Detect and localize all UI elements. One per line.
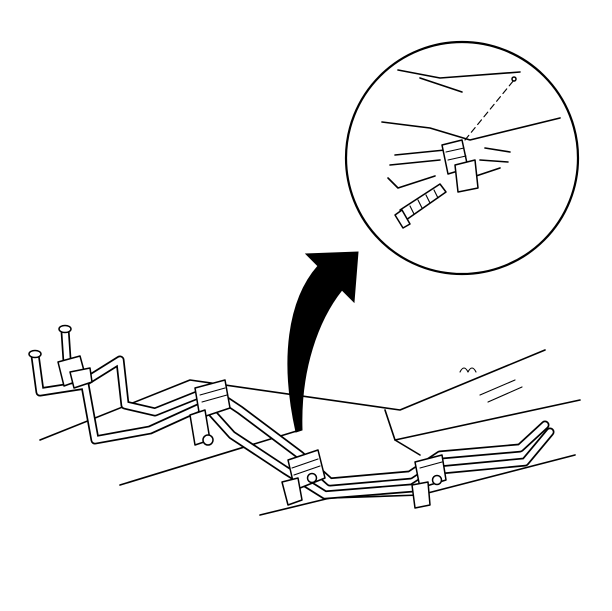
pipe-clip-center bbox=[281, 449, 326, 506]
curved-arrow-icon bbox=[287, 251, 359, 433]
pipe-clip-right bbox=[411, 454, 447, 509]
pipe-end-fittings bbox=[28, 324, 93, 389]
detail-magnifier bbox=[344, 40, 580, 276]
pipe-clip-left bbox=[189, 379, 231, 446]
